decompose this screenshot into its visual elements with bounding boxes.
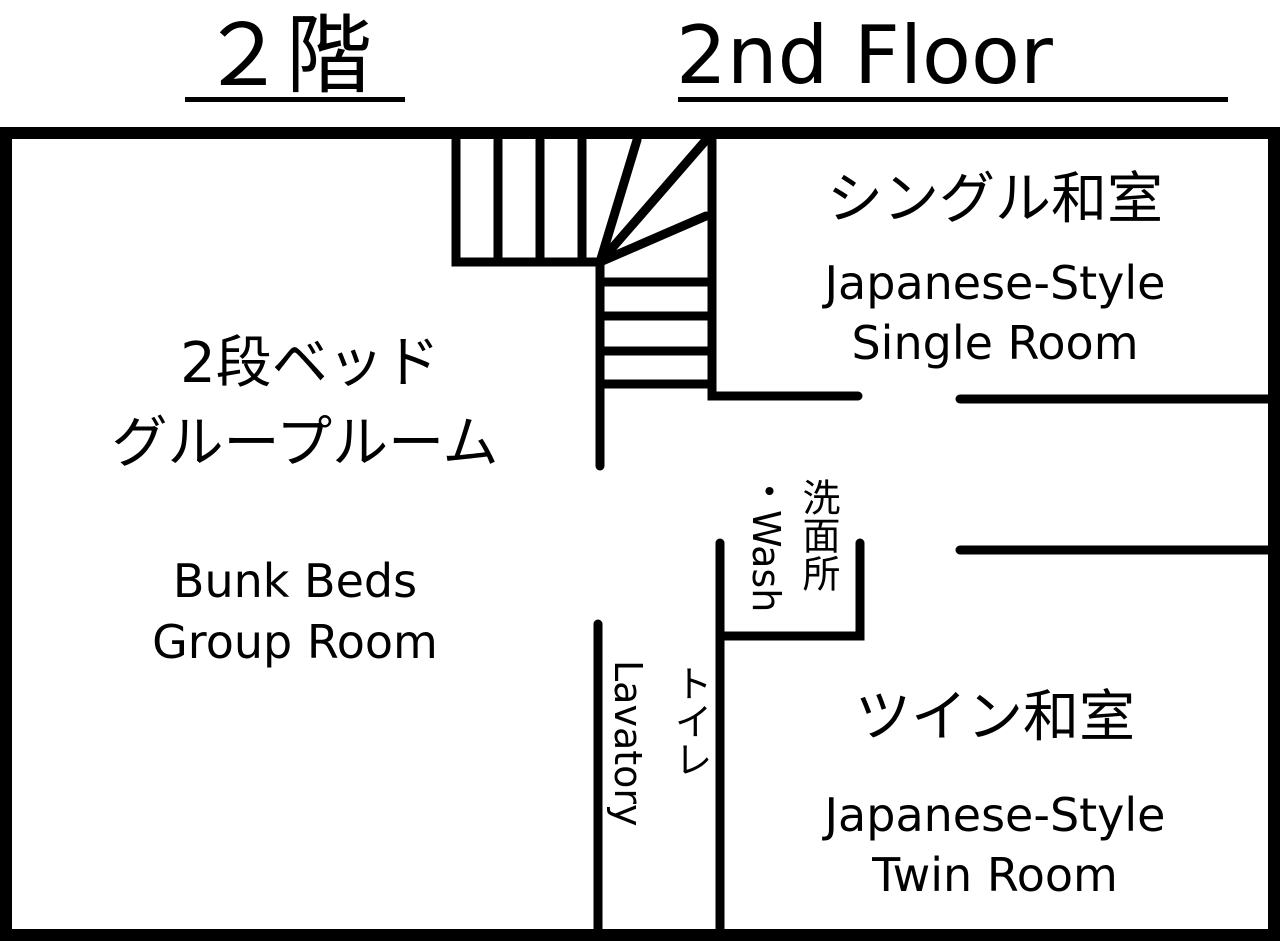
twin-room-name-en-1: Japanese-Style [824,788,1166,842]
floor-title-jp: ２階 [200,6,372,106]
group-room-name-en-2: Group Room [152,615,438,669]
lavatory-name-jp: トイレ [668,664,712,778]
single-room-name-en-2: Single Room [851,316,1139,370]
single-room-name-jp: シングル和室 [827,167,1163,232]
outer-wall [0,127,1280,941]
floor-title-en: 2nd Floor [676,9,1053,102]
twin-room-name-en-2: Twin Room [872,848,1118,902]
twin-room-name-jp: ツイン和室 [855,685,1135,750]
washroom-name-en: ・Wash [744,472,788,613]
staircase [451,135,1275,940]
floor-title-jp-underline [185,97,405,102]
floor-title-en-underline [678,97,1228,102]
group-room-name-en-1: Bunk Beds [172,554,418,608]
group-room-name-jp-2: グループルーム [111,411,499,476]
single-room-name-en-1: Japanese-Style [824,256,1166,310]
lavatory-name-en: Lavatory [606,660,650,827]
group-room-name-jp-1: 2段ベッド [180,331,440,396]
washroom-name-jp: 洗面所 [796,478,840,592]
